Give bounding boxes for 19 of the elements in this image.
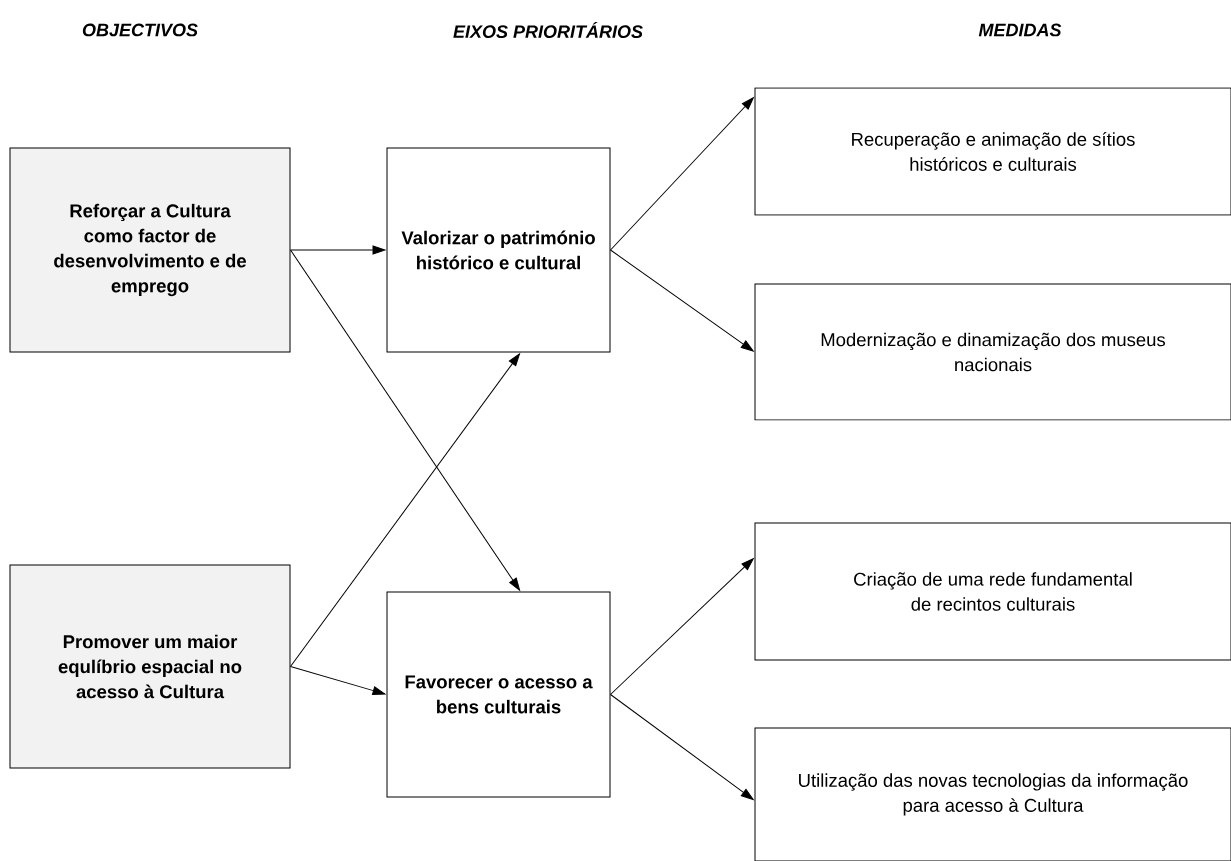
arrow bbox=[610, 97, 754, 251]
objective-box: Reforçar a Cultura como factor de desenvolvimento e de emprego bbox=[9, 147, 291, 353]
measure-box: Recuperação e animação de sítios históricos e culturais bbox=[754, 87, 1231, 216]
priority-box: Favorecer o acesso a bens culturais bbox=[386, 591, 611, 798]
arrow bbox=[610, 694, 754, 801]
measure-box: Modernização e dinamização dos museus nacionais bbox=[754, 283, 1231, 421]
column-heading: MEDIDAS bbox=[978, 23, 1062, 37]
measure-box: Criação de uma rede fundamental de recintos culturais bbox=[754, 522, 1231, 661]
arrow bbox=[610, 558, 754, 695]
arrow bbox=[290, 353, 521, 667]
arrow bbox=[290, 666, 386, 695]
arrow bbox=[290, 249, 521, 591]
priority-box: Valorizar o património histórico e cultural bbox=[386, 147, 611, 353]
arrow bbox=[290, 245, 386, 255]
column-heading: OBJECTIVOS bbox=[82, 23, 198, 37]
arrow bbox=[610, 249, 754, 352]
objective-box: Promover um maior equlíbrio espacial no acesso à Cultura bbox=[9, 564, 291, 769]
column-heading: EIXOS PRIORITÁRIOS bbox=[453, 21, 643, 39]
measure-box: Utilização das novas tecnologias da informação para acesso à Cultura bbox=[754, 727, 1231, 861]
